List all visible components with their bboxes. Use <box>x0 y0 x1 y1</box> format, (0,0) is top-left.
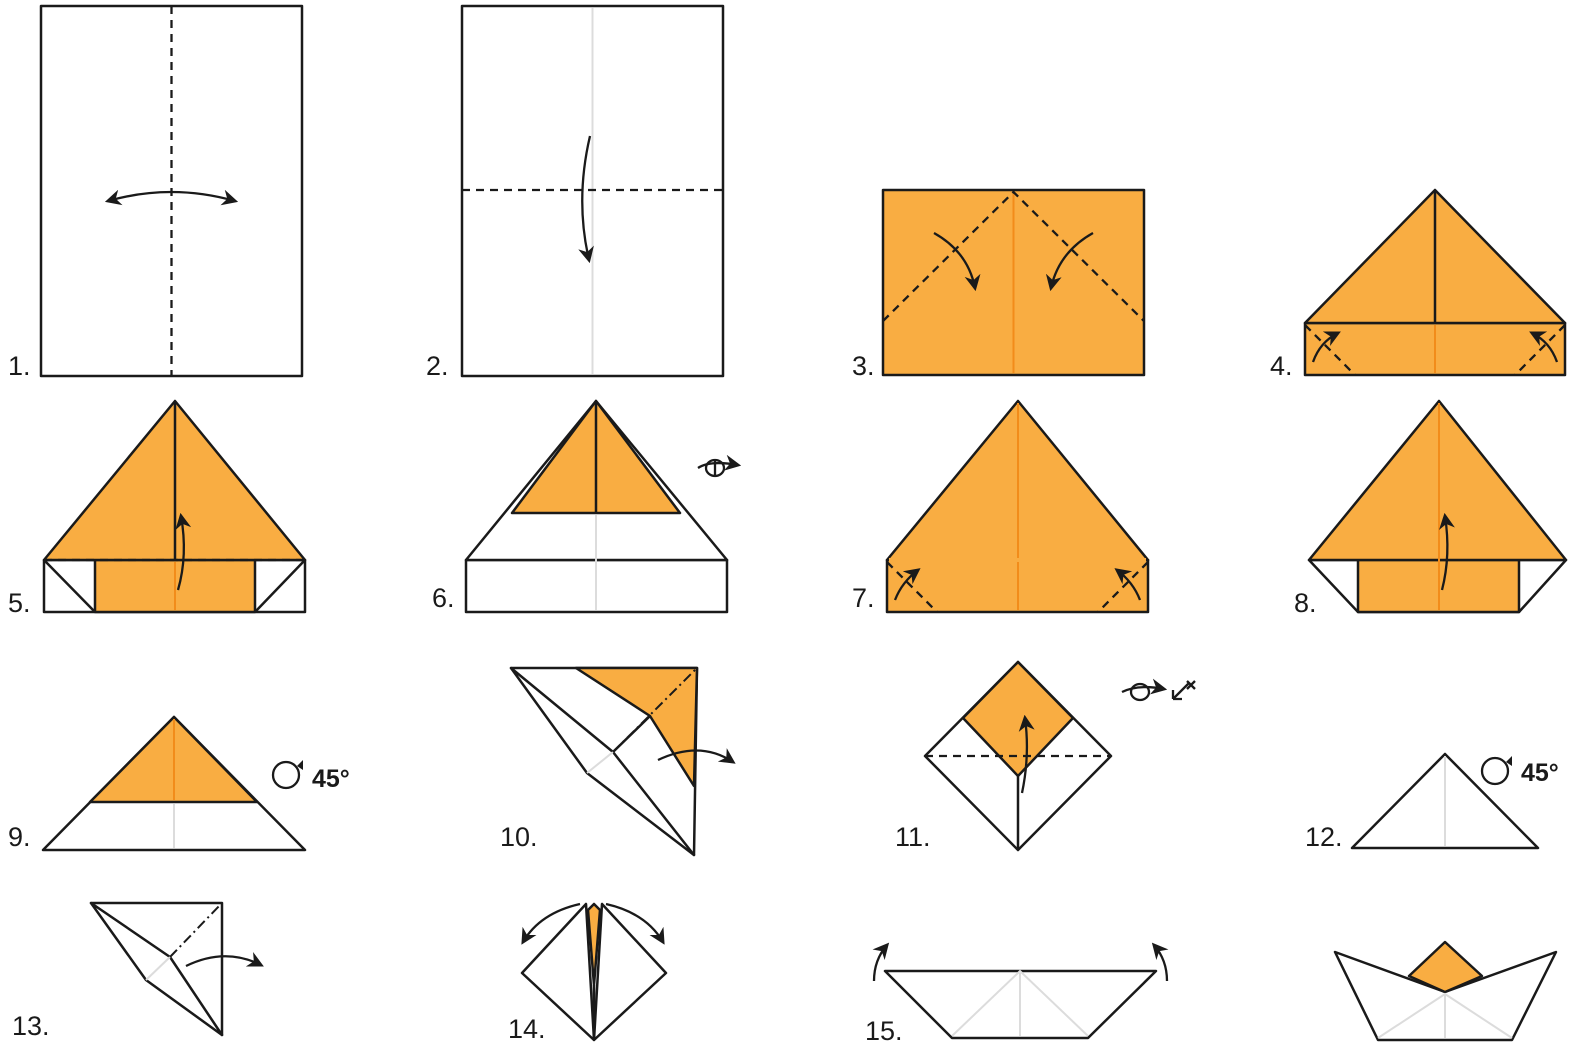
step-15: 15. <box>865 942 1169 1046</box>
mountain-fold-line <box>169 902 223 958</box>
step-label: 6. <box>432 583 455 613</box>
pull-apart-arrow-right-icon <box>605 902 665 945</box>
step-label: 1. <box>8 351 31 381</box>
step-8: 8. <box>1294 399 1568 618</box>
left-flap <box>520 902 596 1042</box>
fold-up-arrow-icon <box>1438 512 1455 591</box>
sail-tip <box>1407 940 1484 994</box>
zoom-out-icon <box>1171 680 1196 701</box>
step-label: 15. <box>865 1016 903 1046</box>
rotate-icon <box>271 760 303 790</box>
fold-up-arrow-icon <box>1529 331 1559 363</box>
orange-sliver <box>586 902 602 987</box>
finished-boat <box>1333 940 1558 1042</box>
corner-edge <box>43 559 96 613</box>
open-arrow-right-icon <box>1151 942 1169 982</box>
step-6: 6. <box>432 399 742 614</box>
fold-up-arrow-icon <box>175 512 192 591</box>
step-label: 12. <box>1305 822 1343 852</box>
step-label: 8. <box>1294 588 1317 618</box>
step-2: 2. <box>426 4 725 381</box>
fold-down-arrow-icon <box>578 135 594 264</box>
fold-up-arrow-icon <box>1018 714 1035 794</box>
step-4: 4. <box>1270 188 1567 381</box>
fold-and-unfold-arrow-icon <box>104 189 239 206</box>
fold-up-arrow-icon <box>1311 331 1341 363</box>
step-label: 9. <box>8 822 31 852</box>
step-label: 5. <box>8 588 31 618</box>
step-3: 3. <box>852 188 1146 381</box>
valley-fold-line <box>1097 561 1149 613</box>
valley-fold-line <box>1304 324 1356 376</box>
valley-fold-line <box>886 561 938 613</box>
step-label: 2. <box>426 351 449 381</box>
step-label: 10. <box>500 822 538 852</box>
right-flap <box>592 902 668 1042</box>
fold-arrow-right-icon <box>1045 231 1094 292</box>
step-14: 14. <box>508 902 668 1044</box>
step-label: 13. <box>12 1011 50 1041</box>
step-label: 14. <box>508 1014 546 1044</box>
valley-fold-line <box>882 190 1145 322</box>
step-label: 7. <box>852 583 875 613</box>
step-label: 11. <box>895 822 931 852</box>
step-10: 10. <box>500 666 736 857</box>
step-9: 45° 9. <box>8 715 350 852</box>
fold-up-arrow-icon <box>893 568 921 601</box>
step-1: 1. <box>8 4 304 381</box>
valley-fold-line <box>1514 324 1566 376</box>
step-13: 13. <box>12 901 264 1041</box>
step-label: 4. <box>1270 351 1293 381</box>
crease-line <box>951 969 1089 1037</box>
crease-line <box>586 751 614 774</box>
step-label: 3. <box>852 351 875 381</box>
orange-triangle <box>1307 399 1568 562</box>
turn-over-icon <box>1121 678 1168 702</box>
step-11: 11. <box>895 660 1196 852</box>
turn-over-icon <box>697 454 742 478</box>
orange-flap <box>574 666 699 788</box>
step-7: 7. <box>852 399 1150 614</box>
step-12: 45° 12. <box>1305 752 1559 852</box>
fold-back-arrow-icon <box>185 952 264 968</box>
step-5: 5. <box>8 399 307 618</box>
pull-apart-arrow-left-icon <box>521 902 581 945</box>
fold-back-arrow-icon <box>657 748 736 764</box>
rotation-label: 45° <box>1521 759 1559 787</box>
rotate-icon <box>1480 756 1512 786</box>
rotation-label: 45° <box>312 765 350 793</box>
crease-line <box>145 956 171 981</box>
fold-arrow-left-icon <box>933 231 981 292</box>
corner-edge <box>254 559 306 613</box>
open-arrow-left-icon <box>872 942 890 982</box>
fold-up-arrow-icon <box>1114 568 1142 601</box>
